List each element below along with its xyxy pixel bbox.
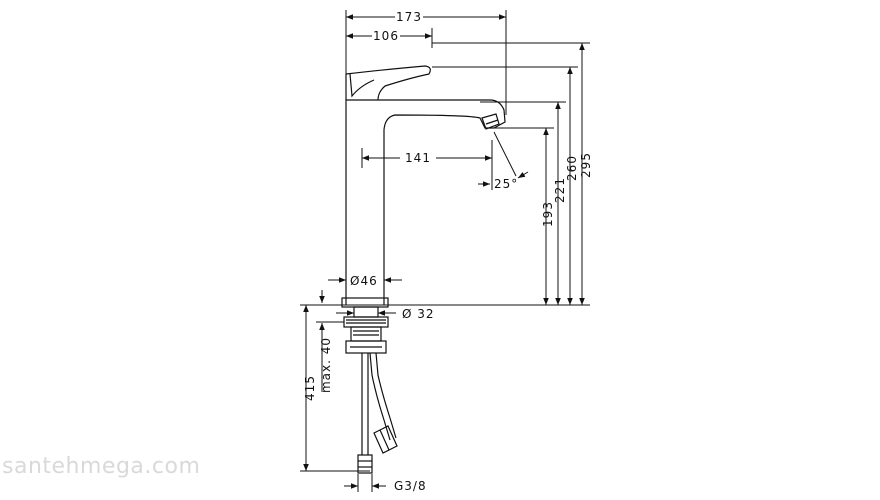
- label-173: 173: [396, 10, 422, 24]
- label-415: 415: [303, 375, 317, 401]
- label-193: 193: [541, 201, 555, 227]
- faucet-body: [341, 65, 506, 474]
- label-141: 141: [405, 151, 431, 165]
- label-g38: G3/8: [394, 479, 427, 493]
- label-max40: max. 40: [319, 337, 333, 393]
- label-221: 221: [553, 177, 567, 203]
- label-dia46: Ø46: [350, 274, 378, 288]
- watermark: santehmega.com: [2, 454, 201, 479]
- label-angle: 25°: [494, 177, 518, 191]
- label-260: 260: [565, 155, 579, 181]
- label-295: 295: [579, 152, 593, 178]
- label-106: 106: [373, 29, 399, 43]
- label-dia32: Ø 32: [402, 307, 435, 321]
